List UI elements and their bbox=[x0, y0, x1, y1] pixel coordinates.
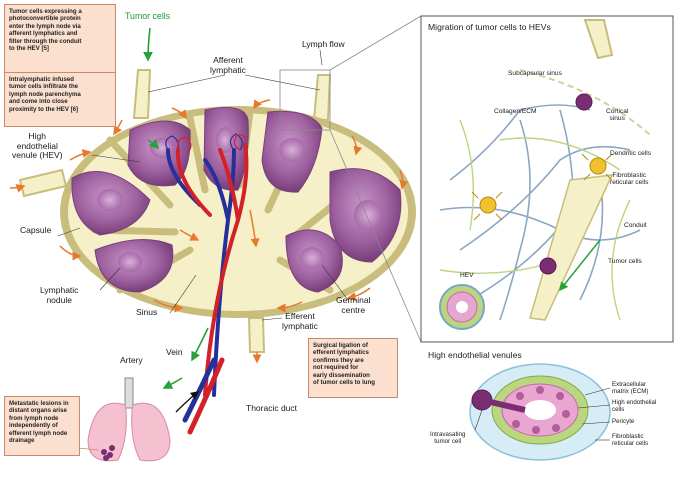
hev-panel bbox=[469, 363, 611, 461]
lungs bbox=[87, 377, 171, 462]
hev-leaders bbox=[474, 387, 611, 441]
zoom-box bbox=[279, 69, 331, 131]
dendritic-cells-label: Dendritic cells bbox=[610, 150, 652, 157]
capsule-label: Capsule bbox=[20, 225, 52, 235]
collagen-ecm-label: Collagen/ECM bbox=[494, 108, 537, 115]
sinus-label: Sinus bbox=[136, 307, 158, 317]
tumor-cell-arrows bbox=[143, 27, 209, 389]
pericyte-label: Pericyte bbox=[612, 418, 635, 425]
vein-label: Vein bbox=[166, 347, 183, 357]
germinal-centres bbox=[97, 127, 382, 272]
hev-panel-label: HEV bbox=[460, 272, 474, 279]
artery-label: Artery bbox=[120, 355, 143, 365]
hev-panel-title: High endothelial venules bbox=[428, 350, 522, 360]
subcapsular-sinus-label: Subcapsular sinus bbox=[508, 70, 562, 77]
blood-vessels bbox=[165, 133, 249, 435]
artery-arrow bbox=[175, 391, 200, 413]
thoracic-duct-label: Thoracic duct bbox=[246, 403, 298, 413]
lymph-flow-label: Lymph flow bbox=[302, 39, 345, 49]
tumor-cells-label: Tumor cells bbox=[125, 11, 171, 21]
migration-panel-title: Migration of tumor cells to HEVs bbox=[428, 22, 551, 32]
tumor-cells-panel-label: Tumor cells bbox=[608, 258, 642, 265]
afferent-vessels bbox=[18, 69, 332, 353]
migration-panel bbox=[420, 15, 674, 343]
leader-lines bbox=[57, 49, 349, 321]
artery bbox=[175, 143, 249, 397]
sinus-flow-arrows bbox=[9, 99, 409, 364]
conduit-label: Conduit bbox=[624, 222, 647, 229]
